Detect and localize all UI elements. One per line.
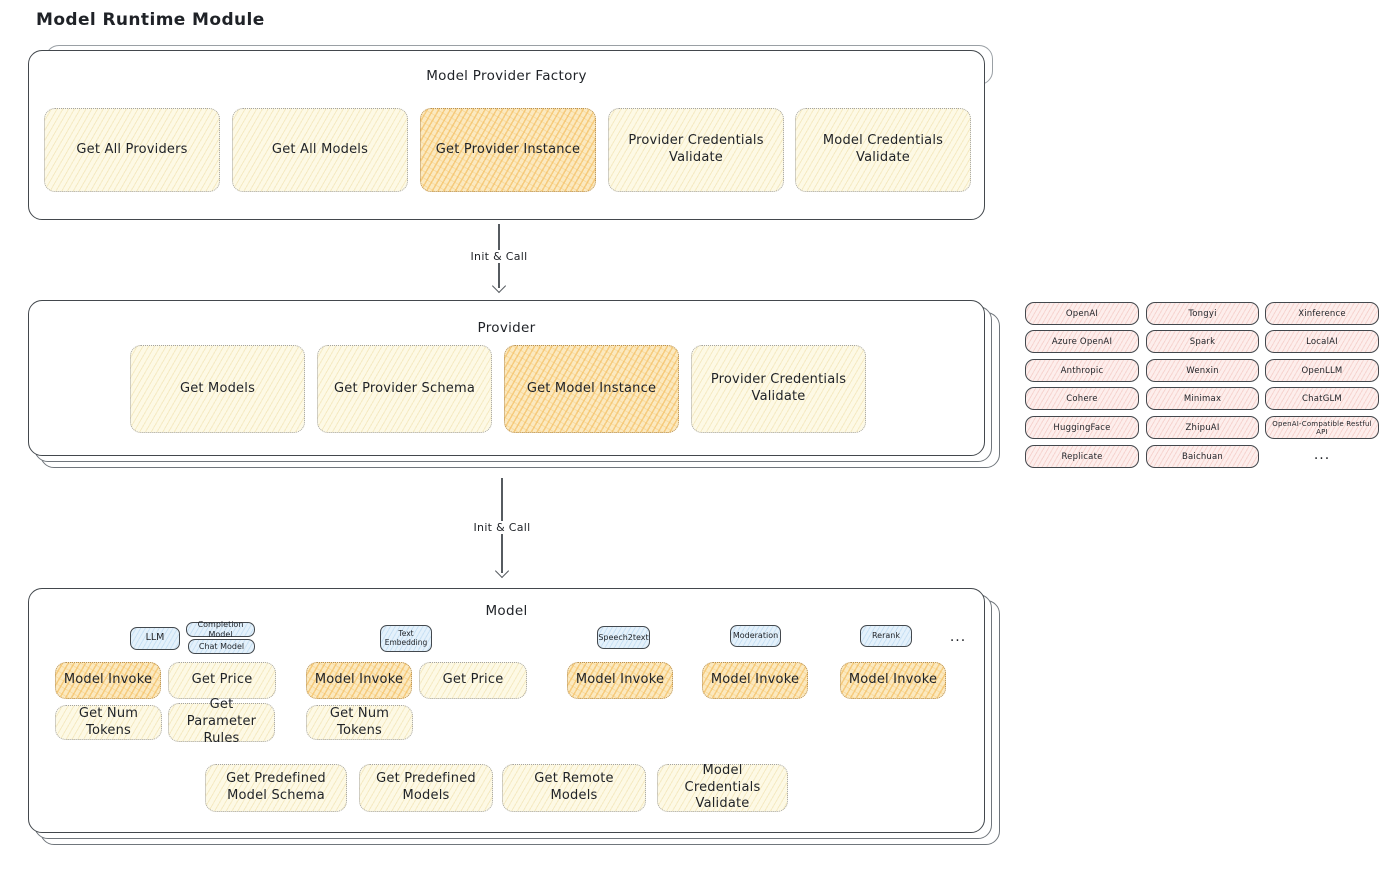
provider-chip-wenxin: Wenxin bbox=[1146, 359, 1259, 382]
provider-chip-spark: Spark bbox=[1146, 330, 1259, 353]
tab-speech2text: Speech2text bbox=[597, 626, 650, 649]
node-model-invoke-llm: Model Invoke bbox=[55, 662, 161, 699]
node-get-parameter-rules: Get Parameter Rules bbox=[168, 697, 275, 746]
provider-chip-tongyi: Tongyi bbox=[1146, 302, 1259, 325]
provider-chip-openai: OpenAI bbox=[1025, 302, 1139, 325]
node-get-all-providers: Get All Providers bbox=[44, 108, 220, 192]
provider-chip-anthropic: Anthropic bbox=[1025, 359, 1139, 382]
provider-chip-huggingface: HuggingFace bbox=[1025, 416, 1139, 439]
node-get-num-tokens-text-embedding: Get Num Tokens bbox=[306, 705, 413, 740]
node-get-models: Get Models bbox=[130, 345, 305, 433]
provider-chip-baichuan: Baichuan bbox=[1146, 445, 1259, 468]
provider-chip-azure-openai: Azure OpenAI bbox=[1025, 330, 1139, 353]
tab-llm: LLM bbox=[130, 627, 180, 650]
provider-chip-cohere: Cohere bbox=[1025, 387, 1139, 410]
node-get-model-instance: Get Model Instance bbox=[504, 345, 679, 433]
node-model-invoke-rerank: Model Invoke bbox=[840, 662, 946, 699]
tab-text-embedding: Text Embedding bbox=[380, 625, 432, 652]
tab-chat-model: Chat Model bbox=[188, 639, 255, 654]
node-get-predefined-model-schema: Get Predefined Model Schema bbox=[205, 764, 347, 812]
provider-chip-xinference: Xinference bbox=[1265, 302, 1379, 325]
model-tabs-ellipsis: ... bbox=[949, 629, 967, 645]
init-call-label-1: Init & Call bbox=[465, 250, 533, 263]
node-model-credentials-validate-2: Model Credentials Validate bbox=[657, 763, 788, 812]
node-get-provider-schema: Get Provider Schema bbox=[317, 345, 492, 433]
provider-chip-openai-compatible-restful-api: OpenAI-Compatible Restful API bbox=[1265, 416, 1379, 439]
node-get-price-text-embedding: Get Price bbox=[419, 662, 527, 699]
node-model-invoke-speech2text: Model Invoke bbox=[567, 662, 673, 699]
provider-chip-localai: LocalAI bbox=[1265, 330, 1379, 353]
provider-chip-zhipuai: ZhipuAI bbox=[1146, 416, 1259, 439]
model-title: Model bbox=[485, 603, 528, 619]
node-model-invoke-moderation: Model Invoke bbox=[702, 662, 808, 699]
arrow-head-icon bbox=[494, 563, 510, 579]
provider-chip-minimax: Minimax bbox=[1146, 387, 1259, 410]
node-get-remote-models: Get Remote Models bbox=[502, 764, 646, 812]
factory-title: Model Provider Factory bbox=[426, 68, 587, 84]
node-model-credentials-validate: Model Credentials Validate bbox=[795, 108, 971, 192]
node-provider-credentials-validate: Provider Credentials Validate bbox=[608, 108, 784, 192]
init-call-label-2: Init & Call bbox=[468, 521, 536, 534]
page-title: Model Runtime Module bbox=[36, 10, 265, 30]
node-get-price-llm: Get Price bbox=[168, 662, 276, 699]
provider-chip-chatglm: ChatGLM bbox=[1265, 387, 1379, 410]
tab-completion-model: Completion Model bbox=[186, 620, 255, 639]
tab-rerank: Rerank bbox=[860, 625, 912, 647]
node-model-invoke-text-embedding: Model Invoke bbox=[306, 662, 412, 699]
arrow-head-icon bbox=[491, 278, 507, 294]
node-get-provider-instance: Get Provider Instance bbox=[420, 108, 596, 192]
provider-title: Provider bbox=[477, 320, 536, 336]
provider-chip-replicate: Replicate bbox=[1025, 445, 1139, 468]
provider-chip-openllm: OpenLLM bbox=[1265, 359, 1379, 382]
provider-list-ellipsis: ... bbox=[1313, 447, 1331, 463]
node-provider-credentials-validate-2: Provider Credentials Validate bbox=[691, 345, 866, 433]
node-get-num-tokens-llm: Get Num Tokens bbox=[55, 705, 162, 740]
node-get-predefined-models: Get Predefined Models bbox=[359, 764, 493, 812]
node-get-all-models: Get All Models bbox=[232, 108, 408, 192]
tab-moderation: Moderation bbox=[730, 625, 781, 647]
